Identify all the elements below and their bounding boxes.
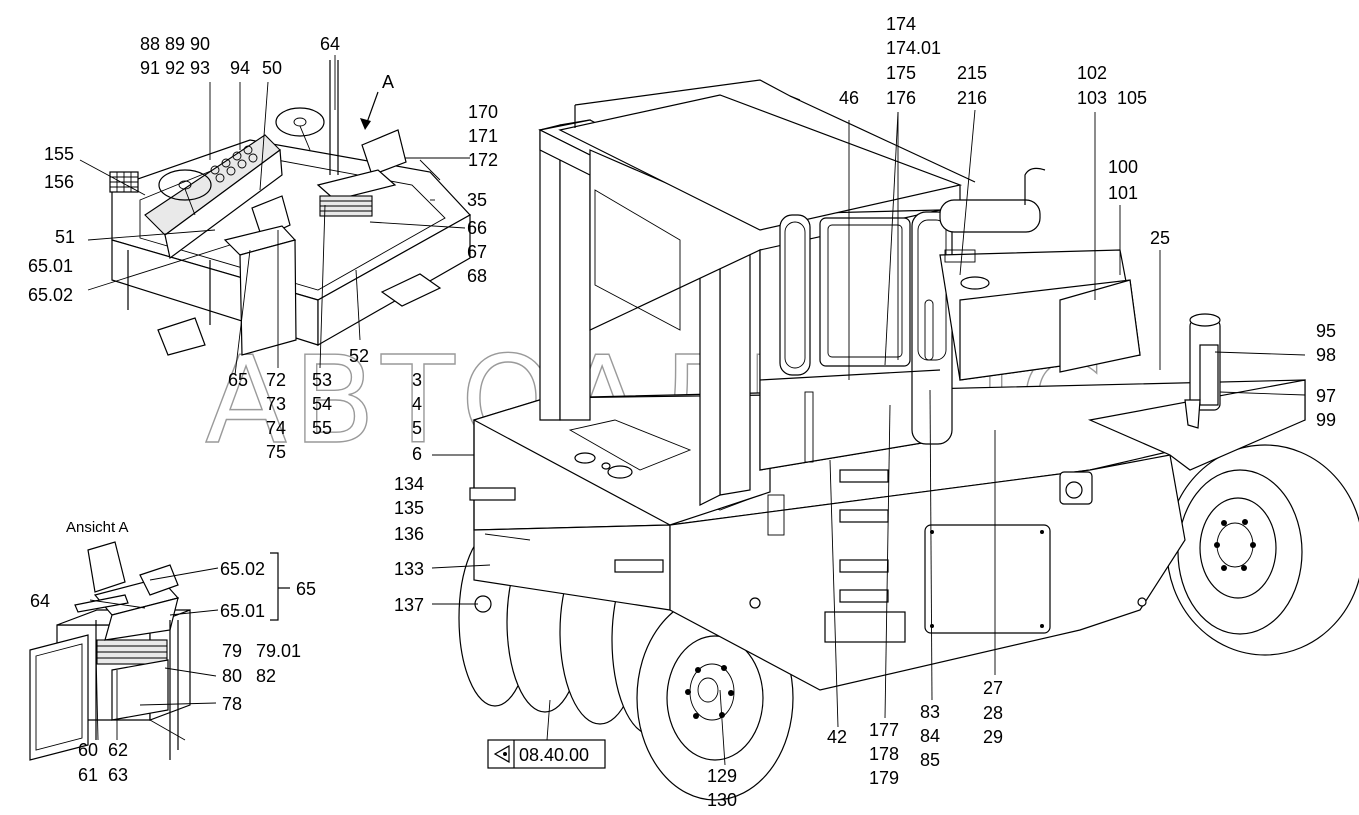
callout-label: 75 — [266, 442, 286, 462]
callout-label: 101 — [1108, 183, 1138, 203]
callout-label: 27 — [983, 678, 1003, 698]
callout-label: 171 — [468, 126, 498, 146]
callout-label: 72 — [266, 370, 286, 390]
callout-label: 156 — [44, 172, 74, 192]
callout-label: 50 — [262, 58, 282, 78]
callout-label: 84 — [920, 726, 940, 746]
callout-label: 6 — [412, 444, 422, 464]
callout-label: 46 — [839, 88, 859, 108]
callout-label: 95 — [1316, 321, 1336, 341]
callout-label: 178 — [869, 744, 899, 764]
roller-machine-drawing — [458, 79, 1359, 801]
callout-label: 105 — [1117, 88, 1147, 108]
eye-icon — [493, 744, 510, 764]
callout-label: 176 — [886, 88, 916, 108]
callout-label: 65.01 — [220, 601, 265, 621]
callout-label: 28 — [983, 703, 1003, 723]
callout-label: 98 — [1316, 345, 1336, 365]
callout-label: 3 — [412, 370, 422, 390]
view-title: Ansicht A — [66, 519, 129, 536]
callout-label: 29 — [983, 727, 1003, 747]
callout-label: 80 — [222, 666, 242, 686]
callout-label: 174 — [886, 14, 916, 34]
callout-label: 216 — [957, 88, 987, 108]
bracket-65 — [270, 552, 279, 621]
callout-label: 65 — [296, 579, 316, 599]
callout-label: 91 92 93 — [140, 58, 210, 78]
callout-label: 155 — [44, 144, 74, 164]
view-arrow-letter: A — [382, 72, 394, 92]
callout-label: 63 — [108, 765, 128, 785]
callout-label: 42 — [827, 727, 847, 747]
leader-lines-cab — [79, 55, 470, 376]
callout-label: 94 — [230, 58, 250, 78]
callout-label: 35 — [467, 190, 487, 210]
callout-label: 179 — [869, 768, 899, 788]
callout-label: 73 — [266, 394, 286, 414]
callout-label: 5 — [412, 418, 422, 438]
leader-lines-machine — [431, 109, 1306, 766]
callout-label: 62 — [108, 740, 128, 760]
seat-view-drawing — [29, 541, 191, 761]
callout-label: 54 — [312, 394, 332, 414]
callout-label: 74 — [266, 418, 286, 438]
callout-label: 85 — [920, 750, 940, 770]
callout-label: 65 — [228, 370, 248, 390]
callout-label: 61 — [78, 765, 98, 785]
callout-label: 103 — [1077, 88, 1107, 108]
callout-label: 4 — [412, 394, 422, 414]
callout-label: 52 — [349, 346, 369, 366]
callout-label: 65.02 — [28, 285, 73, 305]
callout-label: 137 — [394, 595, 424, 615]
reference-number: 08.40.00 — [519, 745, 589, 765]
callout-label: 67 — [467, 242, 487, 262]
callout-label: 65.02 — [220, 559, 265, 579]
callout-label: 134 — [394, 474, 424, 494]
callout-label: 82 — [256, 666, 276, 686]
callout-label: 64 — [30, 591, 50, 611]
callout-label: 100 — [1108, 157, 1138, 177]
callout-label: 60 — [78, 740, 98, 760]
part-labels: 88 89 90 91 92 93 94 50 64 155 156 51 65… — [28, 14, 1336, 810]
reference-box[interactable]: 08.40.00 — [487, 739, 606, 769]
callout-label: 172 — [468, 150, 498, 170]
callout-label: 130 — [707, 790, 737, 810]
callout-label: 102 — [1077, 63, 1107, 83]
callout-label: 53 — [312, 370, 332, 390]
callout-label: 97 — [1316, 386, 1336, 406]
cab-interior-drawing: A — [109, 60, 471, 356]
callout-label: 133 — [394, 559, 424, 579]
callout-label: 88 89 90 — [140, 34, 210, 54]
callout-label: 83 — [920, 702, 940, 722]
callout-label: 215 — [957, 63, 987, 83]
callout-label: 136 — [394, 524, 424, 544]
callout-label: 64 — [320, 34, 340, 54]
callout-label: 65.01 — [28, 256, 73, 276]
callout-label: 174.01 — [886, 38, 941, 58]
callout-label: 99 — [1316, 410, 1336, 430]
callout-label: 177 — [869, 720, 899, 740]
callout-label: 78 — [222, 694, 242, 714]
callout-label: 129 — [707, 766, 737, 786]
callout-label: 25 — [1150, 228, 1170, 248]
callout-label: 175 — [886, 63, 916, 83]
callout-label: 55 — [312, 418, 332, 438]
callout-label: 79.01 — [256, 641, 301, 661]
callout-label: 79 — [222, 641, 242, 661]
leader-lines-seat-view — [89, 567, 219, 741]
callout-label: 68 — [467, 266, 487, 286]
callout-label: 66 — [467, 218, 487, 238]
callout-label: 170 — [468, 102, 498, 122]
callout-label: 51 — [55, 227, 75, 247]
callout-label: 135 — [394, 498, 424, 518]
